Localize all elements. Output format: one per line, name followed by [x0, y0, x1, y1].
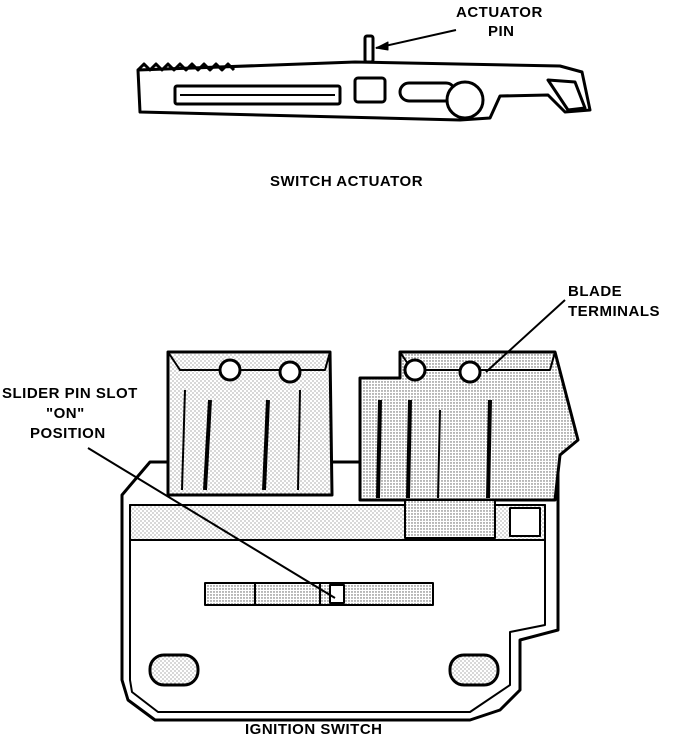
blade-terminals-label-line2: TERMINALS	[568, 303, 660, 320]
slider-pin-label-line1: SLIDER PIN SLOT	[2, 385, 138, 402]
slider-pin-label-line3: POSITION	[30, 425, 106, 442]
ignition-switch-drawing	[87, 299, 580, 722]
slider-pin-label-line2: "ON"	[46, 405, 85, 422]
switch-actuator-drawing	[136, 29, 592, 122]
ignition-switch-caption: IGNITION SWITCH	[245, 721, 383, 738]
actuator-pin-label-line1: ACTUATOR	[456, 4, 543, 21]
actuator-pin-label-line2: PIN	[488, 23, 515, 40]
switch-actuator-caption: SWITCH ACTUATOR	[270, 173, 423, 190]
blade-terminals-label-line1: BLADE	[568, 283, 622, 300]
